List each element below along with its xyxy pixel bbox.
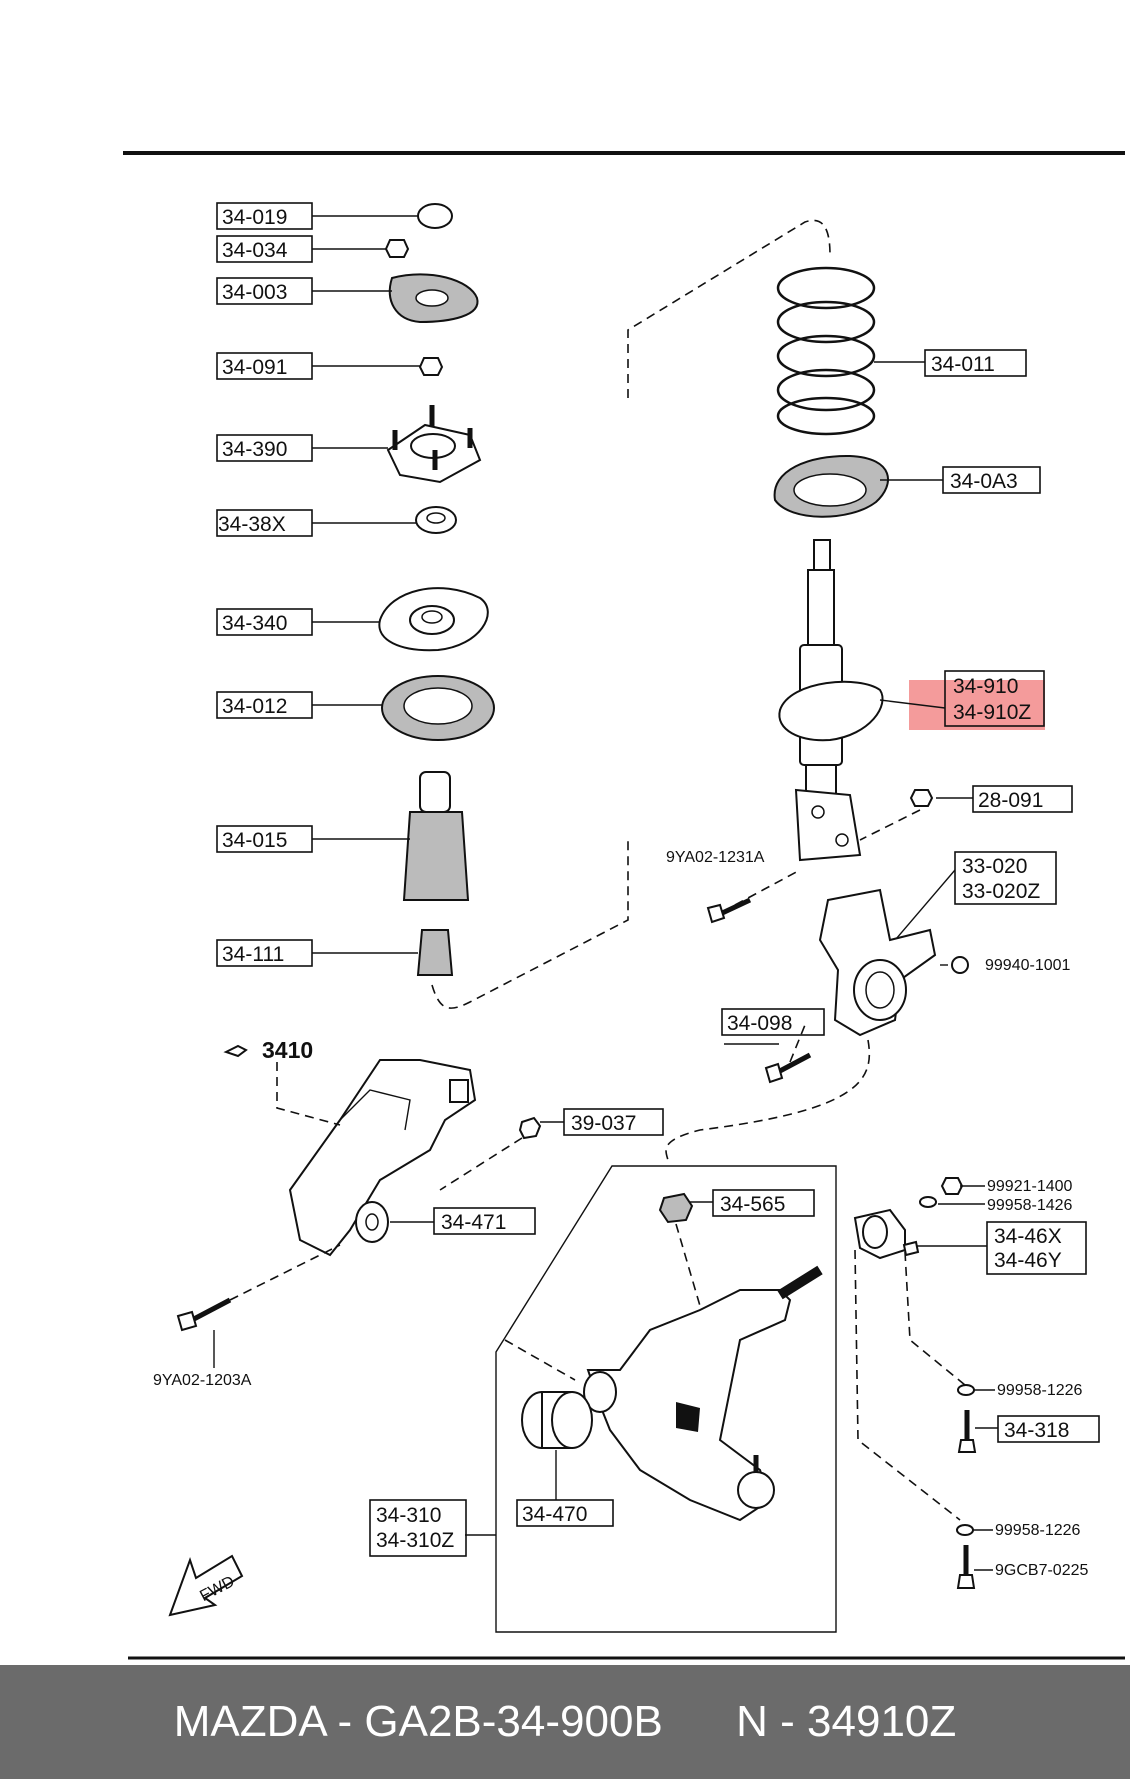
dust-cap-part bbox=[417, 203, 453, 229]
bump-stopper-part bbox=[416, 929, 454, 976]
lock-nut-part bbox=[418, 357, 444, 376]
knuckle-nut-part bbox=[951, 956, 969, 974]
parts-diagram: FWD 34-019 34-034 34-003 34-091 34-390 3… bbox=[123, 151, 1125, 1660]
bolt-to-subframe-dash bbox=[229, 1244, 341, 1301]
subframe-bolt-part bbox=[176, 1297, 232, 1332]
callout-99958-1426: 99958-1426 bbox=[987, 1197, 1073, 1214]
callout-34-034: 34-034 bbox=[222, 239, 288, 262]
nut-part bbox=[384, 239, 410, 258]
strut-bolt-part bbox=[706, 897, 752, 924]
callout-34-340: 34-340 bbox=[222, 612, 287, 635]
callout-34-091: 34-091 bbox=[222, 356, 287, 379]
subframe-part bbox=[288, 1059, 477, 1257]
callout-99940-1001: 99940-1001 bbox=[985, 957, 1071, 974]
steering-knuckle-part bbox=[818, 888, 937, 1037]
rear-bushing-dash-b bbox=[854, 1249, 961, 1521]
left-leaders bbox=[312, 215, 420, 954]
callout-34-015: 34-015 bbox=[222, 829, 287, 852]
callout-34-390: 34-390 bbox=[222, 438, 287, 461]
callout-34-310Z: 34-310Z bbox=[376, 1529, 454, 1552]
callout-99958-1226-lower: 99958-1226 bbox=[995, 1522, 1081, 1539]
nut-to-arm-dash bbox=[675, 1223, 711, 1341]
forward-direction-icon: FWD bbox=[168, 1554, 244, 1617]
callout-9YA02-1231A: 9YA02-1231A bbox=[666, 849, 765, 866]
callout-34-46X: 34-46X bbox=[994, 1225, 1062, 1248]
callout-33-020Z: 33-020Z bbox=[962, 880, 1040, 903]
washer-part-b bbox=[956, 1524, 974, 1536]
callout-34-012: 34-012 bbox=[222, 695, 287, 718]
bushing-nut-part bbox=[940, 1177, 964, 1195]
spring-insulator-part bbox=[381, 675, 495, 741]
front-bushing-part bbox=[521, 1391, 593, 1449]
callout-34-003: 34-003 bbox=[222, 281, 287, 304]
callout-9YA02-1203A: 9YA02-1203A bbox=[153, 1372, 252, 1389]
callout-34-011: 34-011 bbox=[931, 353, 995, 376]
label-boxes bbox=[216, 202, 1100, 1557]
callout-34-0A3: 34-0A3 bbox=[950, 470, 1018, 493]
washer-part-a bbox=[957, 1384, 975, 1396]
callout-34-38X: 34-38X bbox=[218, 513, 286, 536]
knuckle-to-arm-dash bbox=[665, 1039, 871, 1161]
callout-34-565: 34-565 bbox=[720, 1193, 785, 1216]
nut-to-subframe-dash bbox=[439, 1137, 523, 1191]
lower-control-arm-part bbox=[583, 1265, 823, 1522]
strut-bracket-top bbox=[627, 219, 831, 398]
nut-to-strut-dash bbox=[859, 809, 921, 841]
dust-boot-part bbox=[402, 771, 470, 901]
bolt-dash bbox=[789, 1024, 806, 1063]
callout-99921-1400: 99921-1400 bbox=[987, 1178, 1073, 1195]
callout-34-318: 34-318 bbox=[1004, 1419, 1069, 1442]
callout-34-098: 34-098 bbox=[727, 1012, 792, 1035]
callout-34-910: 34-910 bbox=[953, 675, 1018, 698]
rear-bushing-part bbox=[853, 1208, 920, 1260]
rear-bushing-dash-a bbox=[904, 1251, 966, 1386]
bushing-washer-part bbox=[919, 1196, 937, 1208]
subframe-reference: 3410 bbox=[262, 1037, 313, 1063]
bushing-bolt-part bbox=[957, 1410, 977, 1453]
callout-34-019: 34-019 bbox=[222, 206, 287, 229]
bolt-to-strut-dash bbox=[734, 869, 801, 906]
lower-arm-box bbox=[495, 1165, 837, 1633]
callout-34-111: 34-111 bbox=[222, 943, 284, 966]
callout-34-310: 34-310 bbox=[376, 1504, 441, 1527]
footer-brand-part: MAZDA - GA2B-34-900B bbox=[173, 1697, 663, 1746]
strut-bracket-bottom bbox=[431, 840, 629, 1009]
coil-spring-part bbox=[776, 266, 876, 436]
reference-pointer-icon bbox=[223, 1044, 248, 1058]
callout-34-470: 34-470 bbox=[522, 1503, 587, 1526]
footer-oem-number: N - 34910Z bbox=[736, 1697, 957, 1746]
rear-bolt-part bbox=[956, 1545, 976, 1589]
callout-99958-1226-upper: 99958-1226 bbox=[997, 1382, 1083, 1399]
knuckle-bolt-part bbox=[764, 1052, 812, 1084]
ball-joint-nut-part bbox=[658, 1192, 694, 1224]
subframe-nut-part bbox=[518, 1116, 542, 1140]
shock-absorber-strut-part bbox=[778, 539, 884, 862]
upper-spring-seat-part bbox=[378, 587, 489, 652]
callout-34-910Z: 34-910Z bbox=[953, 701, 1031, 724]
callout-39-037: 39-037 bbox=[571, 1112, 636, 1135]
callout-34-471: 34-471 bbox=[441, 1211, 506, 1234]
subframe-ref-dash bbox=[276, 1062, 341, 1126]
callout-28-091: 28-091 bbox=[978, 789, 1043, 812]
callout-9GCB7-0225: 9GCB7-0225 bbox=[995, 1562, 1088, 1579]
flange-nut-part bbox=[909, 789, 934, 807]
callout-33-020: 33-020 bbox=[962, 855, 1027, 878]
lower-insulator-part bbox=[773, 454, 890, 518]
strut-mount-part bbox=[386, 405, 482, 484]
bushing-to-arm-dash bbox=[504, 1339, 576, 1381]
highlight-box bbox=[909, 680, 1045, 730]
callout-34-46Y: 34-46Y bbox=[994, 1249, 1062, 1272]
part-number-footer: MAZDA - GA2B-34-900B N - 34910Z bbox=[0, 1665, 1130, 1779]
